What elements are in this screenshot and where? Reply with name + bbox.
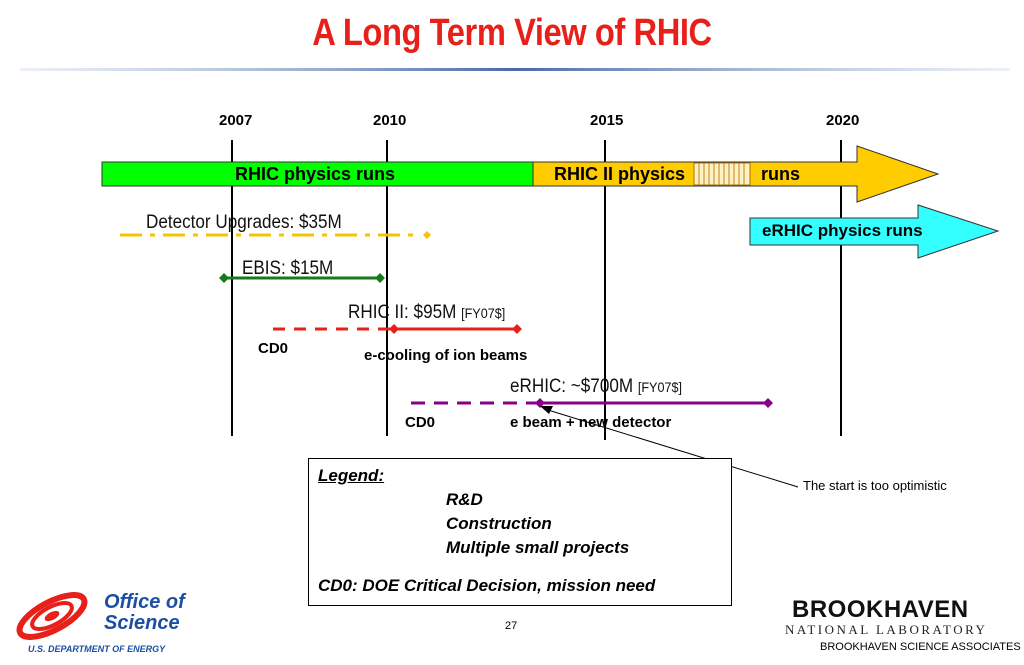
detector-upgrades-end-diamond <box>423 231 431 239</box>
header-separator <box>20 68 1010 71</box>
detector-upgrades-label: Detector Upgrades: $35M <box>146 212 342 233</box>
erhic-end-diamond <box>763 398 773 408</box>
year-label-2020: 2020 <box>826 112 860 129</box>
page-number: 27 <box>505 620 518 632</box>
erhic-fy-tag: [FY07$] <box>637 379 682 395</box>
rhic2-runs-label: runs <box>761 164 801 184</box>
doe-logo-subtitle: U.S. DEPARTMENT OF ENERGY <box>28 644 166 654</box>
ebis-start-diamond <box>219 273 229 283</box>
ebis-label: EBIS: $15M <box>242 258 334 279</box>
legend-multiple-label: Multiple small projects <box>446 538 630 557</box>
legend-cd0-definition: CD0: DOE Critical Decision, mission need <box>318 576 656 595</box>
annotation-arrowhead <box>540 406 553 414</box>
ecooling-label: e-cooling of ion beams <box>364 347 528 364</box>
ebis-end-diamond <box>375 273 385 283</box>
legend-title: Legend: <box>318 466 385 485</box>
year-label-2010: 2010 <box>373 112 407 129</box>
year-label-2015: 2015 <box>590 112 624 129</box>
slide-title: A Long Term View of RHIC <box>312 12 712 54</box>
legend-construction-label: Construction <box>446 514 552 533</box>
rhic2-cost-label: RHIC II: $95M [FY07$] <box>348 302 505 324</box>
erhic-start-diamond <box>535 398 545 408</box>
legend-rd-label: R&D <box>446 490 483 509</box>
erhic-cost-text: eRHIC: ~$700M <box>510 376 634 397</box>
rhic2-cost-text: RHIC II: $95M <box>348 302 457 323</box>
legend-box <box>308 458 732 606</box>
rhic2-fy-tag: [FY07$] <box>461 305 506 321</box>
erhic-runs-arrow <box>749 204 1000 259</box>
bnl-associates: BROOKHAVEN SCIENCE ASSOCIATES <box>820 641 1021 653</box>
doe-logo-line2: Science <box>104 612 180 634</box>
erhic-runs-label: eRHIC physics runs <box>762 221 923 240</box>
rhic2-start-diamond <box>389 324 399 334</box>
rhic2-end-diamond <box>512 324 522 334</box>
bnl-logo-name: BROOKHAVEN <box>792 596 969 623</box>
erhic-cd0-label: CD0 <box>405 414 436 431</box>
doe-logo-swirl <box>16 592 88 640</box>
ebeam-label: e beam + new detector <box>510 414 672 431</box>
rhic-runs-label: RHIC physics runs <box>235 164 396 184</box>
rhic2-cd0-label: CD0 <box>258 340 289 357</box>
annotation-note: The start is too optimistic <box>803 478 947 493</box>
year-label-2007: 2007 <box>219 112 253 129</box>
doe-logo-line1: Office of <box>104 591 185 613</box>
bnl-logo-subtitle: NATIONAL LABORATORY <box>785 622 988 637</box>
rhic-runs-bar <box>101 161 534 187</box>
doe-logo-text: Office of Science <box>104 592 185 634</box>
hatched-block <box>693 162 751 186</box>
erhic-cost-label: eRHIC: ~$700M [FY07$] <box>510 376 682 398</box>
rhic2-physics-label: RHIC II physics <box>554 164 686 184</box>
annotation-arrow-line <box>547 409 799 488</box>
